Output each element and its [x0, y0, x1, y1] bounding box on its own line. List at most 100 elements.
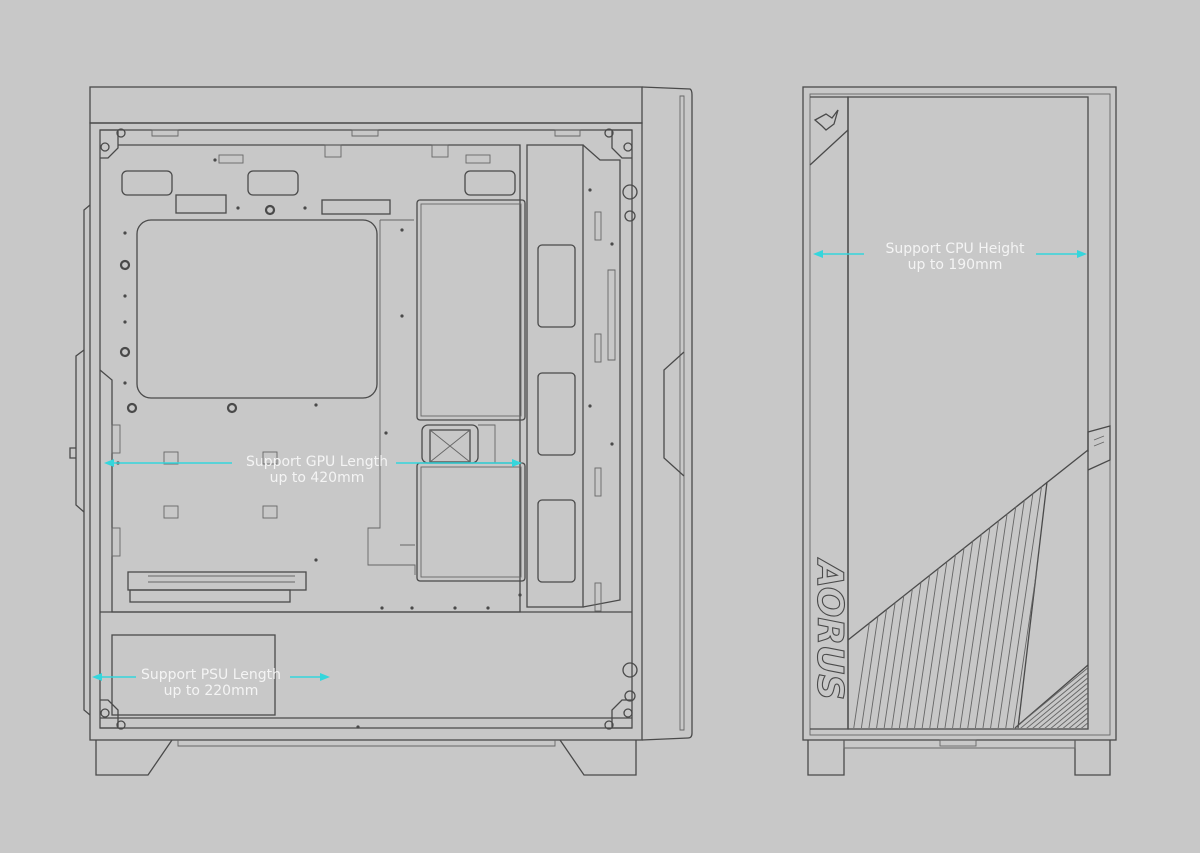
- vent-slat: [1015, 696, 1088, 728]
- ssd-bracket-bottom: [416, 462, 526, 582]
- vent-slat: [1015, 671, 1088, 728]
- front-glass-panel: [847, 96, 1089, 730]
- vent-slat: [874, 482, 916, 728]
- vent-slat: [927, 482, 969, 728]
- cpu-arrowhead-left: [813, 250, 823, 258]
- fan-cage: [526, 144, 584, 608]
- rear-tab: [69, 447, 76, 459]
- bottom-filter: [177, 740, 556, 747]
- slot-strip: [127, 571, 307, 591]
- rear-clip: [111, 424, 121, 454]
- mobo-tray: [99, 144, 521, 613]
- vent-slat: [912, 482, 954, 728]
- vent-slat: [957, 482, 999, 728]
- vent-slat: [973, 482, 1015, 728]
- vent-slat: [980, 482, 1022, 728]
- vent-slat: [995, 482, 1037, 728]
- passthrough-edge: [478, 424, 496, 463]
- gpu-dimension: Support GPU Length up to 420mm: [104, 454, 522, 486]
- front-io: [1087, 425, 1111, 471]
- tab: [218, 154, 244, 164]
- corner-bl: [100, 699, 119, 729]
- vent-slat: [904, 482, 946, 728]
- vent-slat: [1015, 706, 1088, 728]
- vent-slat: [935, 482, 977, 728]
- tab: [324, 144, 342, 158]
- clip: [163, 451, 179, 465]
- vent-slat: [942, 482, 984, 728]
- passthrough-cross: [429, 429, 471, 463]
- slot-strip-base: [129, 589, 291, 603]
- front-bezel-edge: [679, 95, 685, 731]
- screws: [100, 128, 638, 730]
- passthrough-window: [429, 429, 471, 463]
- vent-slat: [1033, 482, 1047, 728]
- vent-slat: [919, 482, 961, 728]
- case-body: [89, 122, 643, 741]
- vent-edge: [1017, 481, 1048, 729]
- rear-slot-cover: [75, 349, 85, 513]
- corner-br: [611, 699, 632, 729]
- front-view: AORUS: [802, 86, 1117, 776]
- cage-slot: [537, 244, 576, 328]
- psu-dimension: Support PSU Length up to 220mm: [92, 667, 330, 699]
- logo-diagonal: [809, 129, 849, 166]
- front-bezel: [641, 86, 693, 741]
- vent-slat: [881, 482, 923, 728]
- front-diagonal-upper: [847, 449, 1089, 641]
- tab: [431, 144, 449, 158]
- cage-clip: [594, 333, 602, 363]
- vent-slat: [1015, 701, 1088, 728]
- psu-label-line1: Support PSU Length: [141, 667, 281, 683]
- small-holes: [116, 158, 614, 729]
- front-foot-right: [1074, 740, 1111, 776]
- vent-slat: [866, 482, 908, 728]
- cage-right: [582, 144, 621, 608]
- cage-clip: [594, 211, 602, 241]
- front-outer-inner: [809, 93, 1111, 736]
- gpu-arrowhead-right: [512, 459, 522, 467]
- aorus-logo-icon: [813, 109, 839, 131]
- vent-slat: [950, 482, 992, 728]
- cage-slot: [537, 499, 576, 583]
- tab: [465, 154, 491, 164]
- vent-slat: [1015, 666, 1088, 728]
- panel-edge: [367, 219, 416, 575]
- cutout: [464, 170, 516, 196]
- cutout: [175, 194, 227, 214]
- cutout: [321, 199, 391, 215]
- cpu-dimension: Support CPU Height up to 190mm: [813, 241, 1087, 273]
- front-io-buttons: [1093, 435, 1105, 447]
- vent-slat: [859, 482, 901, 728]
- cutout: [121, 170, 173, 196]
- side-view: [69, 86, 693, 776]
- vent-slat: [1015, 665, 1088, 728]
- front-bottom-tab: [939, 739, 977, 747]
- vent-slat: [1015, 691, 1088, 728]
- cutout: [247, 170, 299, 196]
- vent-slat: [1015, 676, 1088, 728]
- clip: [262, 505, 278, 519]
- vent-slat: [889, 482, 931, 728]
- vent-slat: [1011, 482, 1047, 728]
- vent-slat: [965, 482, 1007, 728]
- cage-clip: [594, 582, 602, 612]
- ssd-bracket-top: [416, 199, 526, 421]
- ssd-bracket-inner: [420, 203, 522, 417]
- cage-clip: [607, 269, 616, 361]
- cage-clip: [594, 467, 602, 497]
- vent-slat: [1015, 686, 1088, 728]
- corner-tl: [100, 129, 119, 159]
- front-foot-left: [807, 740, 845, 776]
- vent-slat: [851, 482, 893, 728]
- gpu-label-line1: Support GPU Length: [246, 454, 388, 470]
- cpu-label-line1: Support CPU Height: [886, 241, 1025, 257]
- top-slots: [151, 129, 581, 137]
- ssd-bracket-inner: [420, 466, 522, 578]
- cpu-cutout: [136, 219, 378, 399]
- corner-tr: [611, 129, 632, 159]
- psu-window: [111, 634, 276, 716]
- top-panel: [89, 86, 643, 124]
- front-vents-lower: [1015, 665, 1088, 728]
